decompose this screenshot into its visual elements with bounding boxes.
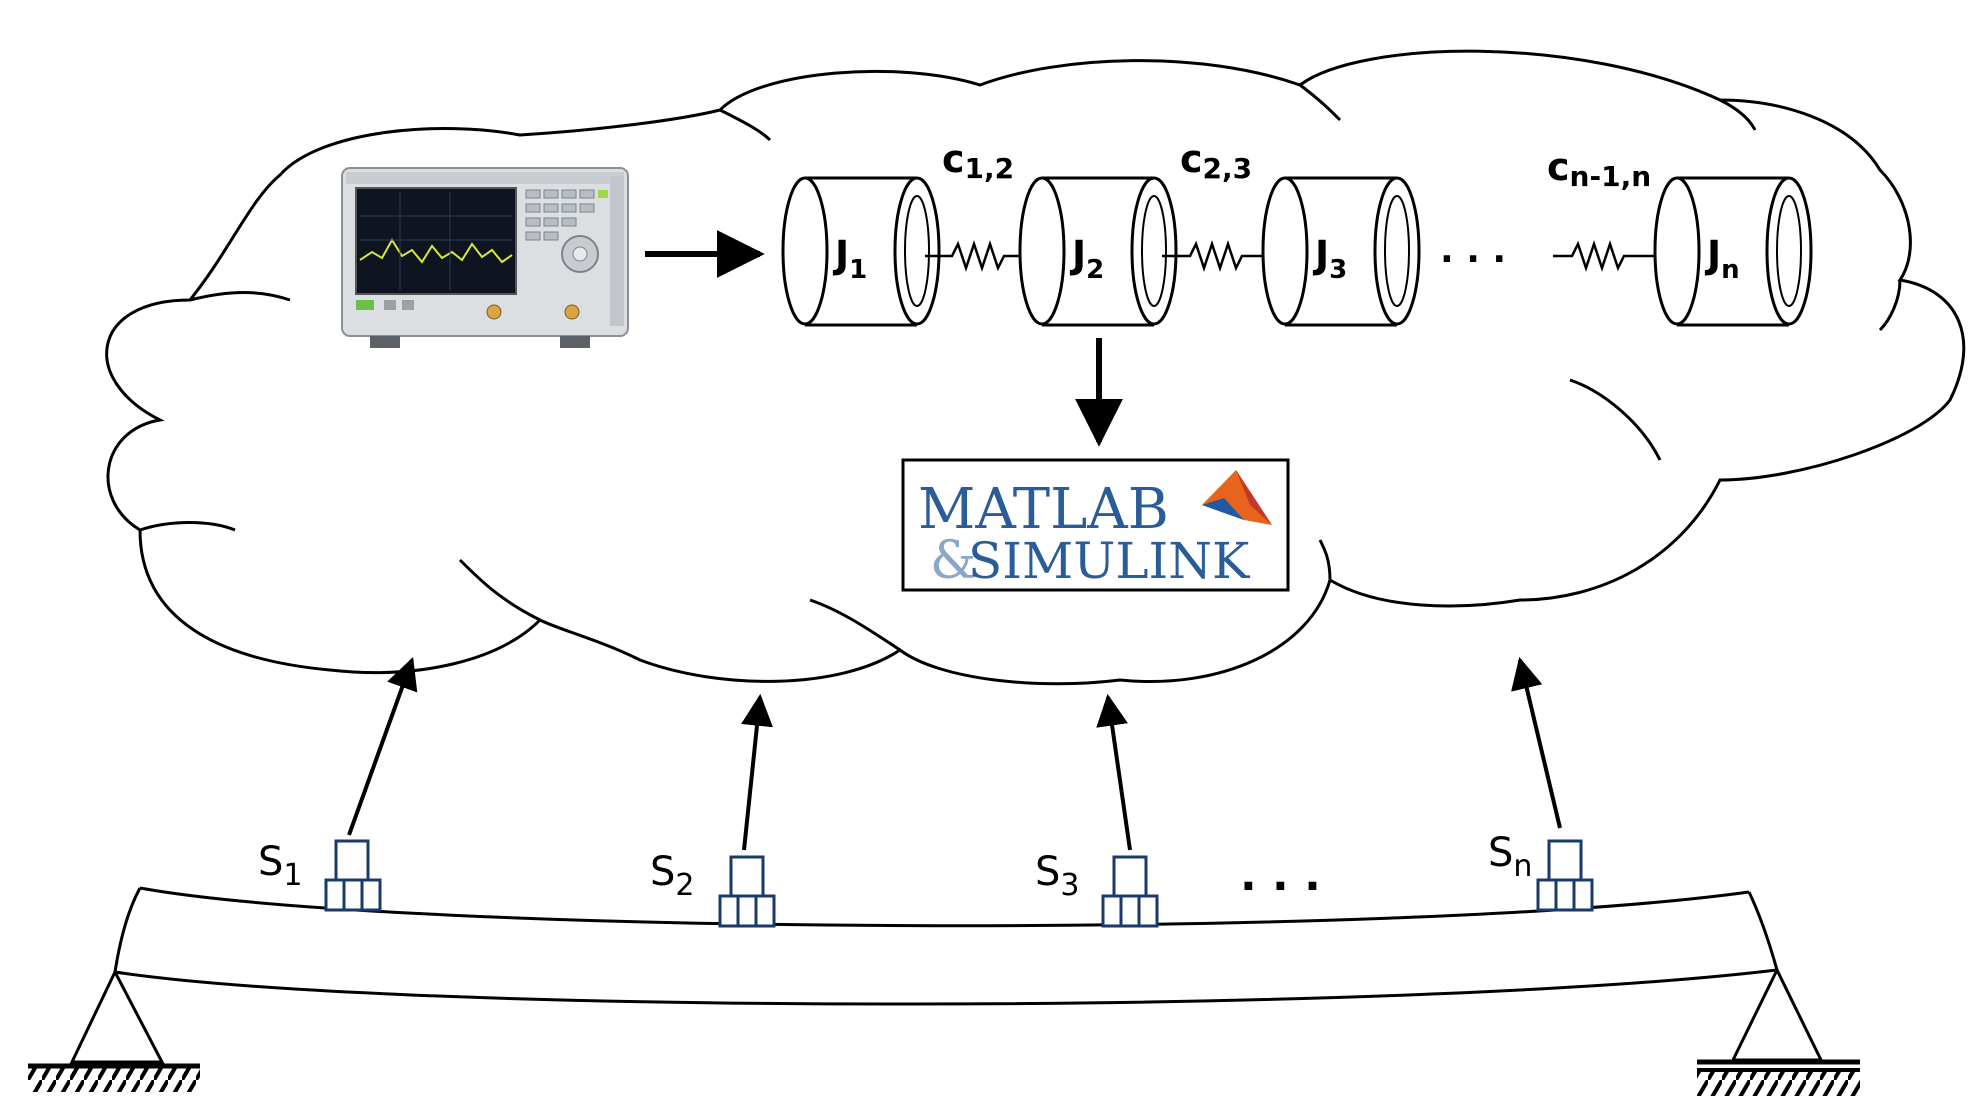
membrane-icon (1202, 470, 1272, 525)
inertia-subscript: 2 (1086, 255, 1104, 285)
cloud-lobe (1878, 279, 1902, 332)
coupling-label: c (1547, 145, 1570, 189)
logo-ampersand: & (930, 531, 976, 591)
sensor-ellipsis: . . . (1240, 850, 1321, 901)
cloud-lobe (809, 598, 901, 652)
right-pin-support (1697, 966, 1860, 1096)
spring-2-3 (1162, 240, 1263, 272)
inertia-label: J (1069, 233, 1086, 277)
inertia-jn: Jn (1653, 176, 1813, 327)
cloud-lobe (719, 108, 772, 142)
spring-1-2 (925, 240, 1020, 272)
cloud-lobe (1318, 539, 1332, 581)
svg-text:cn-1,n: cn-1,n (1547, 145, 1651, 193)
beam-left-end (113, 887, 142, 973)
sensor-label: S (1035, 849, 1060, 895)
svg-text:S1: S1 (258, 839, 302, 893)
left-pin-support (28, 968, 200, 1092)
inertia-label: J (1312, 233, 1329, 277)
inertia-label: J (1704, 233, 1721, 277)
cloud-lobe (458, 558, 541, 622)
sensor-subscript: 1 (283, 858, 302, 893)
sensor-label: S (258, 839, 283, 885)
sensor-subscript: 3 (1060, 868, 1079, 903)
inertia-subscript: 1 (849, 255, 867, 285)
arrow-s2-to-cloud (741, 693, 773, 851)
beam-bottom (114, 968, 1778, 1006)
svg-text:c1,2: c1,2 (942, 137, 1014, 185)
svg-text:Sn: Sn (1488, 830, 1532, 884)
cloud-lobe (189, 291, 291, 302)
svg-text:J2: J2 (1069, 233, 1104, 285)
cloud-lobe (1299, 83, 1342, 122)
arrow-sn-to-cloud (1511, 656, 1562, 829)
sensor-sn (1536, 839, 1594, 912)
spectrum-analyzer-icon (341, 167, 629, 348)
sensor-s3 (1101, 855, 1159, 928)
spring-n-1-n (1553, 240, 1655, 272)
inertia-subscript: 3 (1329, 255, 1347, 285)
sensor-s2 (718, 855, 776, 928)
beam-right-end (1747, 891, 1779, 971)
arrow-s3-to-cloud (1096, 693, 1132, 851)
logo-line1: MATLAB (918, 477, 1169, 542)
sensor-s1 (324, 839, 382, 912)
svg-text:J3: J3 (1312, 233, 1347, 285)
sensor-label: S (650, 849, 675, 895)
svg-text:S3: S3 (1035, 849, 1079, 903)
matlab-simulink-logo: MATLAB & SIMULINK (901, 458, 1290, 592)
cloud-lobe (1719, 98, 1757, 131)
svg-text:c2,3: c2,3 (1180, 137, 1252, 185)
coupling-subscript: n-1,n (1570, 160, 1652, 193)
coupling-subscript: 2,3 (1203, 152, 1253, 185)
inertia-j3: J3 (1261, 176, 1421, 327)
cloud-lobe (1569, 378, 1662, 461)
arrow-s1-to-cloud (347, 656, 418, 836)
svg-text:J1: J1 (832, 233, 867, 285)
cloud-lobe (139, 521, 236, 532)
inertia-label: J (832, 233, 849, 277)
inertia-j2: J2 (1018, 176, 1178, 327)
chain-ellipsis: . . . (1440, 230, 1506, 271)
coupling-label: c (1180, 137, 1203, 181)
inertia-j1: J1 (781, 176, 941, 327)
coupling-label: c (942, 137, 965, 181)
sensor-subscript: 2 (675, 868, 694, 903)
inertia-subscript: n (1721, 255, 1740, 285)
svg-text:S2: S2 (650, 849, 694, 903)
coupling-subscript: 1,2 (965, 152, 1015, 185)
sensor-subscript: n (1513, 849, 1532, 884)
svg-text:Jn: Jn (1704, 233, 1740, 285)
logo-line2: SIMULINK (968, 532, 1251, 590)
sensor-label: S (1488, 830, 1513, 876)
